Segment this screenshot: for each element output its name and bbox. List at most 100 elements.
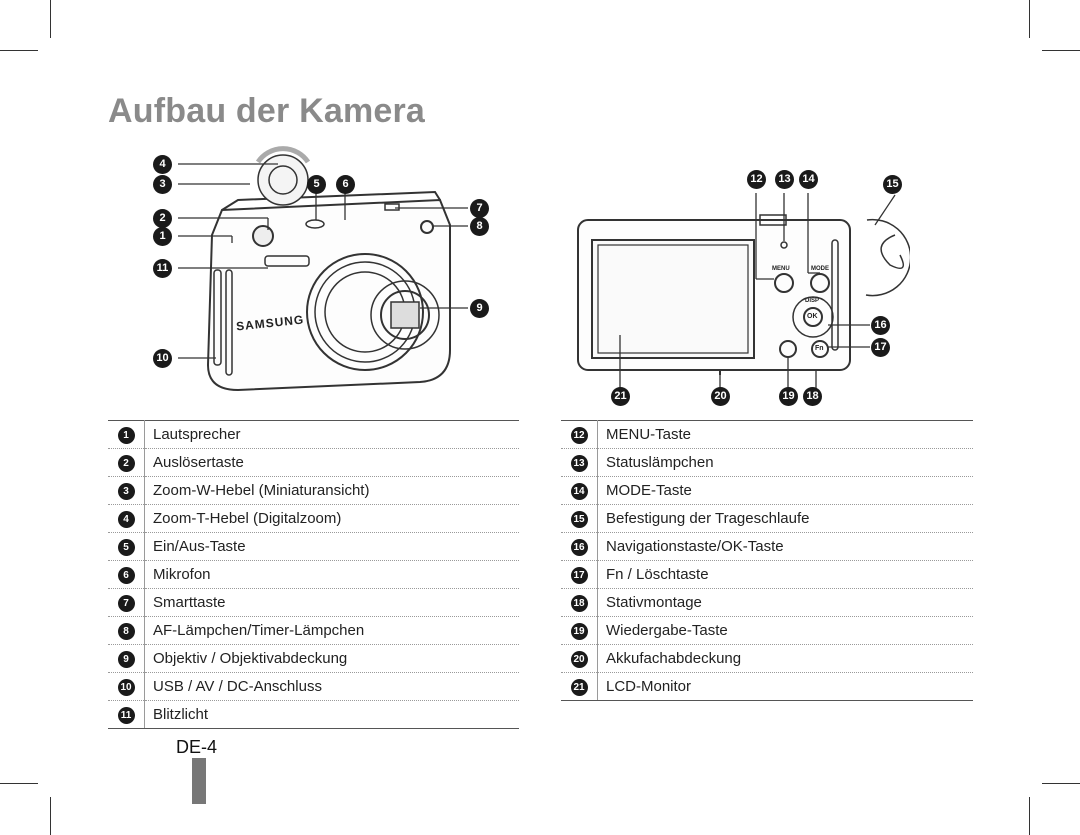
legend-label: MODE-Taste	[597, 476, 973, 505]
legend-number-cell: 6	[108, 560, 145, 589]
legend-number: 14	[570, 483, 588, 501]
legend-row: 14 MODE-Taste	[561, 476, 973, 505]
legend-number: 21	[570, 679, 588, 697]
callout-marker: 6	[336, 175, 355, 194]
callout-marker: 4	[153, 155, 172, 174]
legend-number: 18	[570, 595, 588, 613]
legend-row: 11 Blitzlicht	[108, 700, 519, 729]
callout-marker: 2	[153, 209, 172, 228]
callout-marker: 20	[711, 387, 730, 406]
legend-number-cell: 3	[108, 476, 145, 505]
legend-row: 20 Akkufachabdeckung	[561, 644, 973, 673]
camera-front-illustration: SAMSUNG 4 3 5 6 2 7 1 8 11 9 10	[150, 140, 510, 410]
crop-mark	[0, 50, 38, 51]
legend-number-cell: 7	[108, 588, 145, 617]
legend-label: Statuslämpchen	[597, 448, 973, 477]
page-tab-marker	[192, 758, 206, 804]
legend-number: 11	[117, 707, 135, 725]
legend-number-cell: 20	[561, 644, 598, 673]
legend-number: 17	[570, 567, 588, 585]
legend-label: Fn / Löschtaste	[597, 560, 973, 589]
callout-marker: 7	[470, 199, 489, 218]
legend-label: AF-Lämpchen/Timer-Lämpchen	[144, 616, 519, 645]
legend-label: Stativmontage	[597, 588, 973, 617]
legend-number-cell: 18	[561, 588, 598, 617]
legend-label: Objektiv / Objektivabdeckung	[144, 644, 519, 673]
camera-front-drawing	[178, 146, 468, 392]
mode-button-label: MODE	[811, 266, 829, 272]
legend-label: Zoom-T-Hebel (Digitalzoom)	[144, 504, 519, 533]
legend-number: 9	[117, 651, 135, 669]
crop-mark	[1029, 797, 1030, 835]
legend-number: 6	[117, 567, 135, 585]
legend-number: 2	[117, 455, 135, 473]
legend-label: Lautsprecher	[144, 420, 519, 449]
callout-marker: 16	[871, 316, 890, 335]
callout-marker: 9	[470, 299, 489, 318]
legend-label: MENU-Taste	[597, 420, 973, 449]
legend-number-cell: 2	[108, 448, 145, 477]
legend-number-cell: 17	[561, 560, 598, 589]
legend-label: Smarttaste	[144, 588, 519, 617]
legend-row: 12 MENU-Taste	[561, 420, 973, 449]
callout-marker: 11	[153, 259, 172, 278]
callout-marker: 13	[775, 170, 794, 189]
crop-mark	[50, 0, 51, 38]
legend-row: 21 LCD-Monitor	[561, 672, 973, 701]
callout-marker: 3	[153, 175, 172, 194]
callout-marker: 14	[799, 170, 818, 189]
legend-row: 2 Auslösertaste	[108, 448, 519, 477]
legend-number: 12	[570, 427, 588, 445]
legend-number-cell: 8	[108, 616, 145, 645]
legend-number: 10	[117, 679, 135, 697]
menu-button-label: MENU	[772, 266, 790, 272]
legend-label: Auslösertaste	[144, 448, 519, 477]
legend-label: Akkufachabdeckung	[597, 644, 973, 673]
legend-row: 9 Objektiv / Objektivabdeckung	[108, 644, 519, 673]
disp-button-label: DISP	[805, 298, 820, 304]
legend-row: 5 Ein/Aus-Taste	[108, 532, 519, 561]
legend-number: 3	[117, 483, 135, 501]
page-title: Aufbau der Kamera	[108, 92, 426, 130]
callout-marker: 15	[883, 175, 902, 194]
ok-button-label: OK	[807, 313, 818, 320]
callout-marker: 17	[871, 338, 890, 357]
legend-number: 5	[117, 539, 135, 557]
legend-number-cell: 9	[108, 644, 145, 673]
fn-button-label: Fn	[815, 345, 824, 352]
legend-number-cell: 21	[561, 672, 598, 701]
crop-mark	[1042, 50, 1080, 51]
legend-row: 17 Fn / Löschtaste	[561, 560, 973, 589]
legend-number: 20	[570, 651, 588, 669]
legend-number-cell: 19	[561, 616, 598, 645]
legend-label: Zoom-W-Hebel (Miniaturansicht)	[144, 476, 519, 505]
legend-number-cell: 1	[108, 420, 145, 449]
page-number: DE-4	[176, 737, 218, 757]
camera-back-drawing	[577, 193, 910, 393]
callout-marker: 1	[153, 227, 172, 246]
callout-marker: 18	[803, 387, 822, 406]
camera-back-illustration: MENU MODE DISP OK Fn 12 13 14 15 16 17 2…	[570, 165, 910, 410]
legend-label: USB / AV / DC-Anschluss	[144, 672, 519, 701]
crop-mark	[50, 797, 51, 835]
callout-marker: 12	[747, 170, 766, 189]
legend-label: Navigationstaste/OK-Taste	[597, 532, 973, 561]
legend-number: 8	[117, 623, 135, 641]
legend-row: 7 Smarttaste	[108, 588, 519, 617]
legend-number-cell: 12	[561, 420, 598, 449]
legend-label: Wiedergabe-Taste	[597, 616, 973, 645]
legend-label: Befestigung der Trageschlaufe	[597, 504, 973, 533]
legend-label: LCD-Monitor	[597, 672, 973, 701]
legend-label: Ein/Aus-Taste	[144, 532, 519, 561]
legend-label: Blitzlicht	[144, 700, 519, 729]
legend-number-cell: 13	[561, 448, 598, 477]
legend-number-cell: 4	[108, 504, 145, 533]
legend-number: 7	[117, 595, 135, 613]
